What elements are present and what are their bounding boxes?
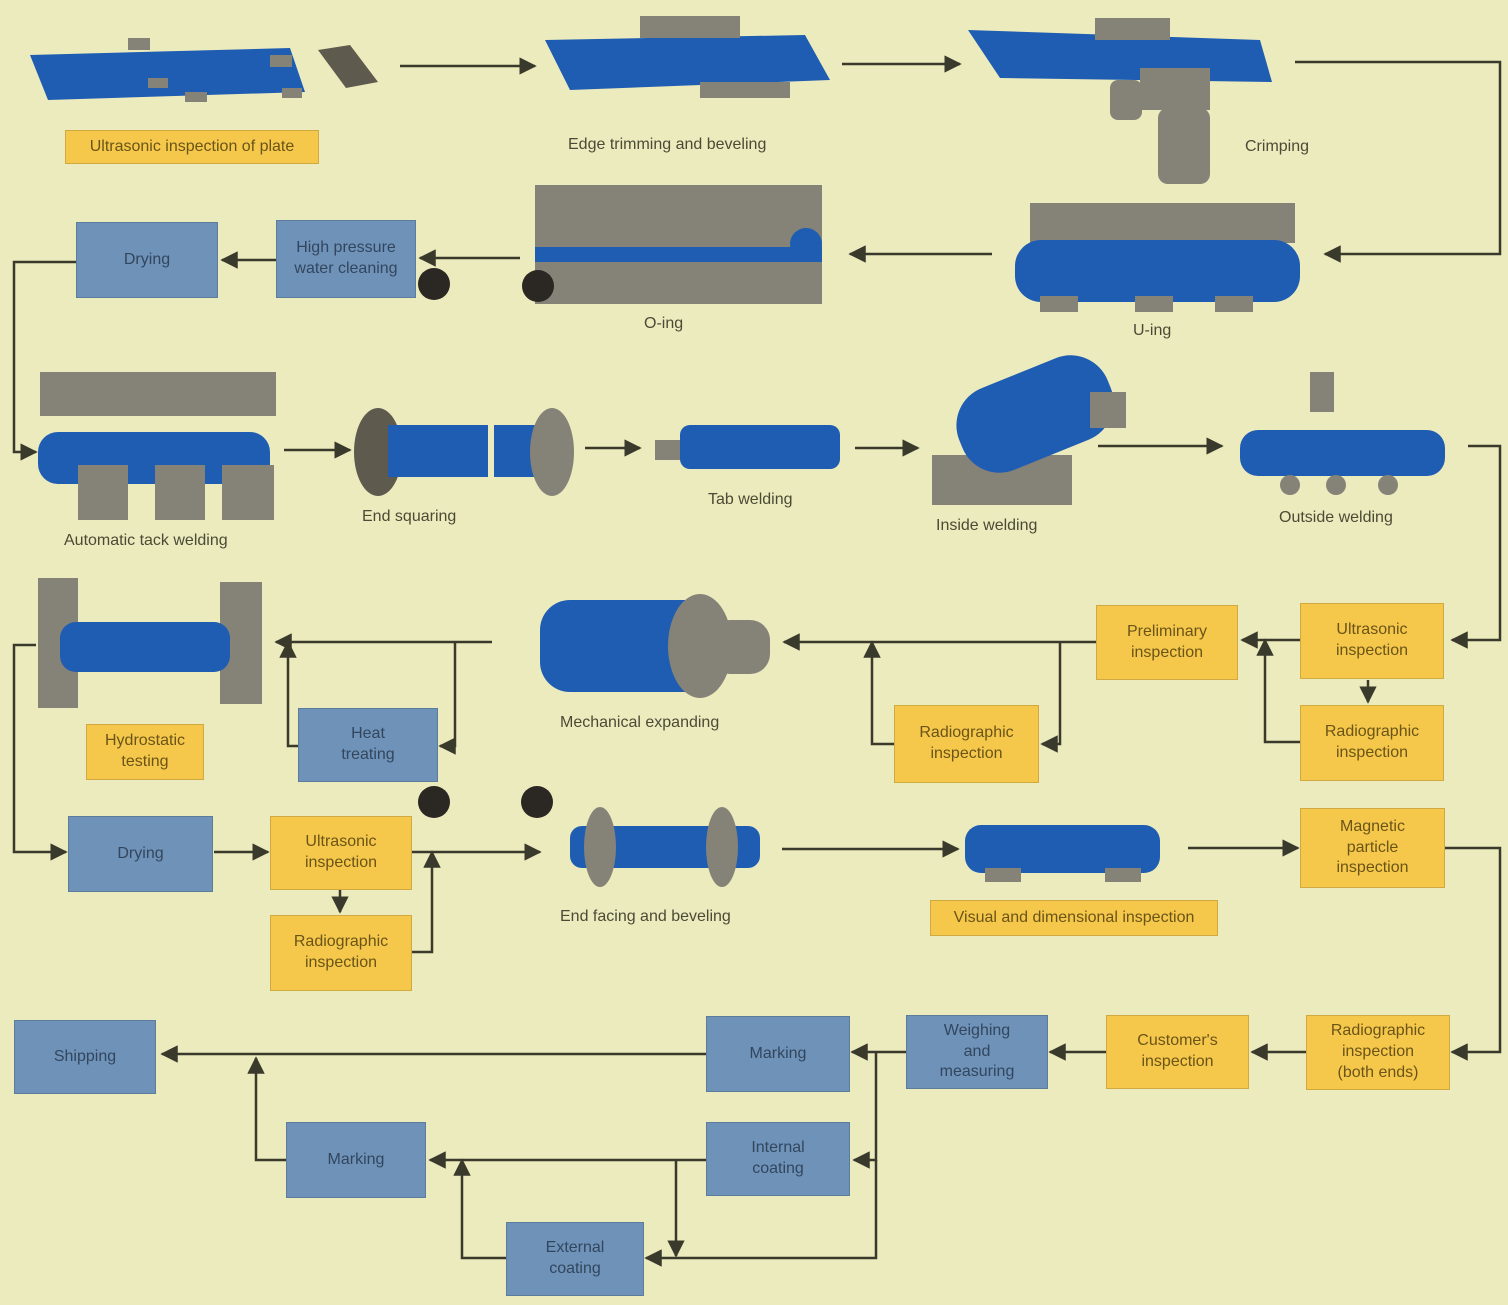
internal-coating-box: Internal coating: [706, 1122, 850, 1196]
end-facing-illustration: [570, 807, 760, 887]
connector-dot: [522, 270, 554, 302]
connector-dot: [418, 268, 450, 300]
magnetic-particle-box: Magnetic particle inspection: [1300, 808, 1445, 888]
outside-welding-label: Outside welding: [1279, 509, 1393, 526]
edge-trimming-label: Edge trimming and beveling: [568, 136, 767, 153]
hydrostatic-illustration: [38, 578, 262, 708]
inside-welding-label: Inside welding: [936, 517, 1038, 534]
radiographic-inspection-box-1: Radiographic inspection: [1300, 705, 1444, 781]
outside-welding-illustration: [1240, 372, 1445, 495]
tab-welding-label: Tab welding: [708, 491, 793, 508]
crimping-label: Crimping: [1245, 138, 1310, 155]
customers-inspection-box: Customer's inspection: [1106, 1015, 1249, 1089]
o-ing-label: O-ing: [644, 315, 684, 332]
hydrostatic-testing-box: Hydrostatic testing: [86, 724, 204, 780]
ultrasonic-inspection-box-2: Ultrasonic inspection: [270, 816, 412, 890]
crimping-illustration: [968, 18, 1272, 184]
drying-box-2: Drying: [68, 816, 213, 892]
o-ing-illustration: [535, 185, 822, 304]
marking-box-1: Marking: [706, 1016, 850, 1092]
weighing-measuring-box: Weighing and measuring: [906, 1015, 1048, 1089]
radiographic-inspection-box-3: Radiographic inspection: [270, 915, 412, 991]
mechanical-expanding-illustration: [540, 594, 770, 698]
tab-welding-illustration: [655, 425, 840, 469]
high-pressure-water-box: High pressure water cleaning: [276, 220, 416, 298]
radiographic-both-ends-box: Radiographic inspection (both ends): [1306, 1015, 1450, 1090]
visual-inspection-illustration: [965, 825, 1160, 882]
ultrasonic-inspection-box-1: Ultrasonic inspection: [1300, 603, 1444, 679]
end-squaring-illustration: [354, 408, 574, 496]
edge-trimming-illustration: [545, 16, 830, 98]
marking-box-2: Marking: [286, 1122, 426, 1198]
plate-inspection-illustration: [30, 38, 378, 102]
mechanical-expanding-label: Mechanical expanding: [560, 714, 720, 731]
end-facing-label: End facing and beveling: [560, 908, 731, 925]
u-ing-illustration: [1015, 203, 1300, 312]
flow-connectors: [12, 55, 1502, 1267]
inside-welding-illustration: [932, 355, 1126, 505]
preliminary-inspection-box: Preliminary inspection: [1096, 605, 1238, 680]
radiographic-inspection-box-2: Radiographic inspection: [894, 705, 1039, 783]
ultrasonic-plate-label: Ultrasonic inspection of plate: [65, 130, 319, 164]
external-coating-box: External coating: [506, 1222, 644, 1296]
auto-tack-welding-label: Automatic tack welding: [64, 532, 228, 549]
connector-dot: [418, 786, 450, 818]
drying-box-1: Drying: [76, 222, 218, 298]
u-ing-label: U-ing: [1133, 322, 1172, 339]
visual-dimensional-label: Visual and dimensional inspection: [930, 900, 1218, 936]
shipping-box: Shipping: [14, 1020, 156, 1094]
tack-welding-illustration: [38, 372, 276, 520]
heat-treating-box: Heat treating: [298, 708, 438, 782]
connector-dot: [521, 786, 553, 818]
end-squaring-label: End squaring: [362, 508, 457, 525]
